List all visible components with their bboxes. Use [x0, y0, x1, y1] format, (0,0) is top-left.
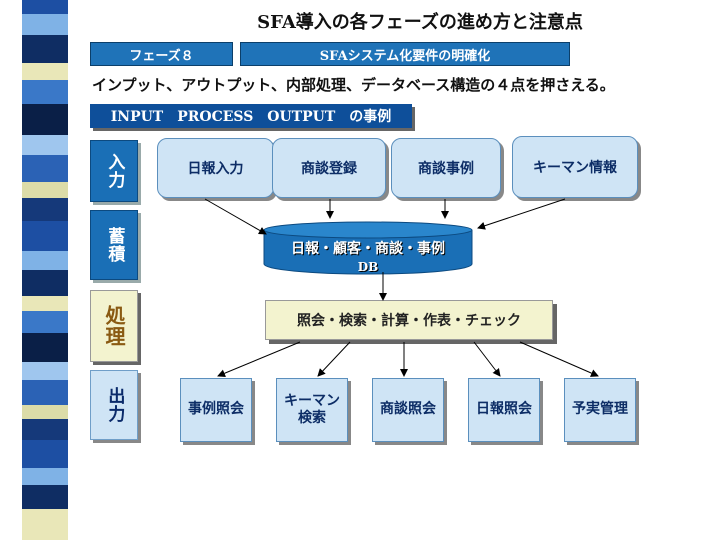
strip-band — [22, 485, 68, 509]
process-box: 照会・検索・計算・作表・チェック — [265, 300, 553, 340]
strip-band — [22, 104, 68, 135]
strip-band — [22, 0, 68, 14]
output-box-keyman-search: キーマン検索 — [276, 378, 348, 442]
strip-band — [22, 296, 68, 311]
arrow-keyman-info-to-db — [477, 198, 566, 230]
strip-band — [22, 135, 68, 155]
arrow-process-to-keyman-search — [317, 341, 351, 377]
strip-band — [22, 80, 68, 104]
strip-band — [22, 63, 68, 80]
decorative-side-strip — [0, 0, 82, 540]
input-box-daily-report: 日報入力 — [157, 138, 274, 198]
strip-band — [22, 14, 68, 35]
output-box-case-inquiry: 事例照会 — [180, 378, 252, 442]
page-title: SFA導入の各フェーズの進め方と注意点 — [257, 12, 583, 33]
stage-storage: 蓄積 — [90, 210, 138, 280]
strip-band — [22, 155, 68, 182]
input-box-deal-registration: 商談登録 — [272, 138, 386, 198]
phase-label: フェーズ８ — [90, 42, 233, 66]
strip-band — [22, 221, 68, 251]
input-box-deal-case: 商談事例 — [391, 138, 501, 198]
strip-band — [22, 270, 68, 296]
strip-band — [22, 405, 68, 419]
output-box-budget-actual-management: 予実管理 — [564, 378, 636, 442]
arrow-daily-report-to-db — [204, 198, 267, 235]
database-label: 日報・顧客・商談・事例 — [291, 241, 445, 257]
strip-band — [22, 468, 68, 485]
strip-band — [22, 419, 68, 440]
arrow-process-to-daily-report-inquiry — [473, 341, 501, 377]
arrow-process-to-budget-actual — [519, 341, 599, 377]
arrow-process-to-case-inquiry — [217, 341, 301, 378]
strip-band — [22, 440, 68, 468]
stage-input: 入力 — [90, 140, 138, 202]
stage-output: 出力 — [90, 370, 138, 440]
subtitle: インプット、アウトプット、内部処理、データベース構造の４点を押さえる。 — [92, 76, 615, 94]
strip-band — [22, 362, 68, 380]
strip-band — [22, 251, 68, 270]
output-box-daily-report-inquiry: 日報照会 — [468, 378, 540, 442]
phase-title: SFAシステム化要件の明確化 — [240, 42, 570, 66]
strip-band — [22, 35, 68, 63]
strip-band — [22, 182, 68, 198]
example-label: INPUT PROCESS OUTPUT の事例 — [90, 104, 412, 128]
strip-band — [22, 509, 68, 540]
strip-band — [22, 311, 68, 333]
stage-process: 処理 — [90, 290, 138, 362]
strip-band — [22, 380, 68, 405]
strip-band — [22, 333, 68, 362]
database-sub-label: DB — [357, 260, 379, 274]
input-box-keyman-info: キーマン情報 — [512, 136, 638, 198]
strip-band — [22, 198, 68, 221]
output-box-deal-inquiry: 商談照会 — [372, 378, 444, 442]
